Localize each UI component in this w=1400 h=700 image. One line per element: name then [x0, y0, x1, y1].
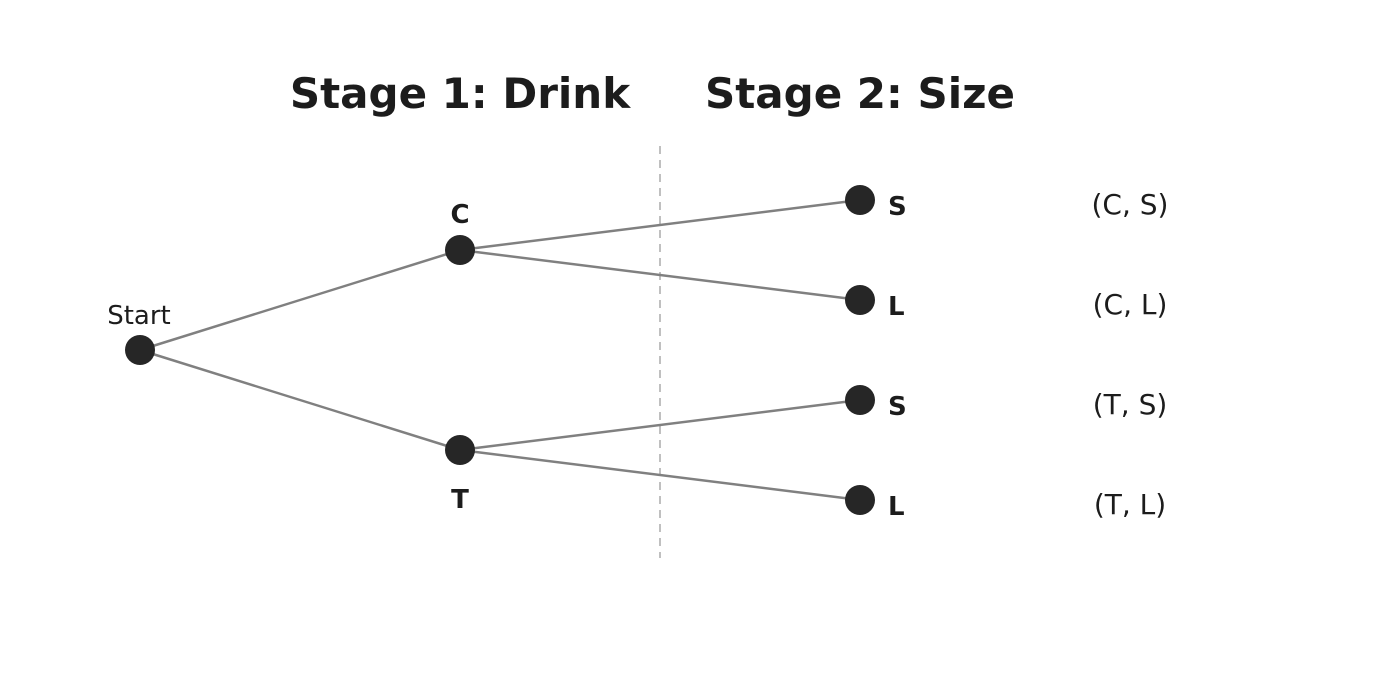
size-node-tl [845, 485, 875, 515]
size-label-ts: S [888, 392, 907, 422]
outcome-label: (C, S) [1092, 188, 1169, 221]
drink-node-c [445, 235, 475, 265]
edge-t-s [459, 398, 861, 452]
edge-start-t [139, 348, 461, 452]
size-node-ts [845, 385, 875, 415]
start-node [125, 335, 155, 365]
edge-t-l [459, 448, 861, 502]
drink-node-t [445, 435, 475, 465]
edge-c-s [459, 198, 861, 252]
outcome-label: (T, L) [1094, 488, 1166, 521]
stage-1-title: Stage 1: Drink [290, 69, 631, 118]
size-label-cl: L [888, 292, 905, 322]
edge-start-c [139, 248, 461, 352]
drink-label-t: T [451, 485, 469, 515]
drink-label-c: C [450, 200, 469, 230]
size-label-tl: L [888, 492, 905, 522]
edge-c-l [459, 248, 861, 302]
size-label-cs: S [888, 192, 907, 222]
outcome-label: (C, L) [1093, 288, 1168, 321]
size-node-cl [845, 285, 875, 315]
outcome-label: (T, S) [1093, 388, 1168, 421]
stage-2-title: Stage 2: Size [705, 69, 1015, 118]
start-label: Start [107, 301, 171, 331]
size-node-cs [845, 185, 875, 215]
